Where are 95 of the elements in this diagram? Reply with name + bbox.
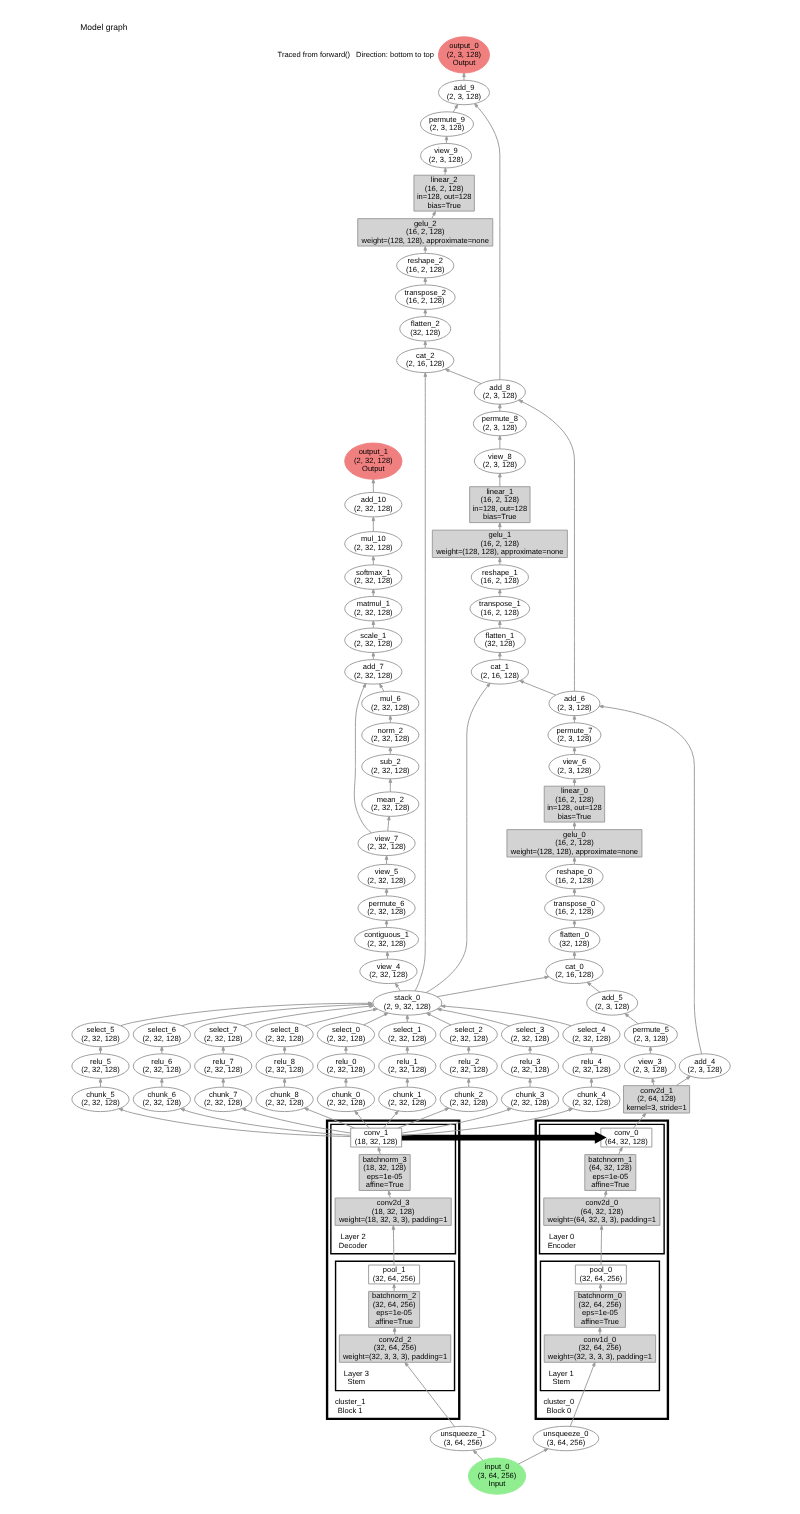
arrow — [422, 277, 427, 286]
arrow — [400, 1108, 573, 1136]
arrow — [303, 1007, 377, 1027]
arrow — [370, 555, 375, 566]
arrow — [443, 368, 481, 384]
arrow — [571, 715, 576, 724]
arrow — [343, 1046, 347, 1055]
arrow — [400, 1107, 511, 1134]
arrow — [602, 1190, 607, 1199]
arrow — [465, 1077, 470, 1088]
arrow — [425, 1012, 451, 1026]
arrow — [404, 1046, 409, 1055]
arrow — [404, 1014, 409, 1023]
arrow — [386, 1190, 391, 1199]
arrow — [343, 1077, 347, 1088]
arrow — [384, 951, 389, 960]
arrow — [435, 1007, 509, 1027]
arrow — [396, 1107, 449, 1129]
arrow — [391, 1327, 396, 1336]
arrow — [370, 620, 375, 629]
arrow — [497, 588, 501, 597]
arrow — [497, 620, 501, 629]
arrow — [159, 1077, 163, 1088]
arrow — [571, 888, 576, 897]
arrow — [370, 478, 375, 493]
arrow — [451, 103, 458, 113]
arrow — [382, 1110, 398, 1129]
arrow — [403, 1361, 455, 1428]
arrow — [598, 1225, 603, 1266]
arrow — [387, 778, 392, 793]
arrow — [302, 1107, 354, 1129]
arrow — [390, 1225, 395, 1266]
arrow — [674, 1075, 690, 1087]
arrow — [473, 103, 500, 381]
arrow — [517, 399, 574, 692]
arrow — [471, 1449, 483, 1461]
arrow — [517, 1448, 548, 1465]
arrow — [430, 210, 435, 219]
arrow — [617, 1146, 622, 1155]
arrow — [393, 982, 400, 992]
arrow — [588, 1077, 593, 1088]
arrow — [97, 1077, 102, 1088]
arrow — [281, 1046, 286, 1055]
arrow — [650, 1077, 654, 1087]
arrow — [413, 372, 427, 992]
arrow — [362, 1012, 388, 1026]
arrow — [647, 1046, 652, 1055]
arrow — [159, 1046, 163, 1055]
arrow — [383, 888, 388, 897]
arrow — [241, 1004, 373, 1027]
arrow — [97, 1046, 102, 1055]
arrow — [435, 975, 549, 998]
arrow — [376, 1146, 381, 1155]
arrow — [585, 981, 600, 993]
arrow — [597, 704, 702, 1055]
arrow — [571, 951, 576, 960]
arrow — [422, 340, 427, 349]
arrow — [623, 1013, 638, 1025]
arrow — [386, 815, 390, 832]
arrow — [391, 1283, 395, 1292]
arrow — [352, 683, 371, 834]
arrow — [424, 682, 490, 994]
arrow — [387, 715, 392, 724]
arrow — [281, 1077, 286, 1088]
arrow — [439, 1004, 571, 1027]
arrow — [518, 680, 556, 696]
arrow — [497, 403, 501, 412]
arrow — [383, 855, 388, 865]
arrow — [632, 1112, 646, 1129]
arrow — [568, 1361, 595, 1427]
arrow — [597, 1327, 601, 1336]
arrow — [527, 1046, 531, 1055]
arrow — [404, 1077, 409, 1088]
arrow — [117, 1108, 350, 1137]
arrow — [497, 651, 501, 660]
arrow — [497, 435, 501, 450]
arrow — [220, 1077, 224, 1088]
arrow — [497, 472, 501, 487]
arrow — [400, 1131, 606, 1144]
arrow — [442, 167, 447, 176]
arrow — [461, 72, 465, 81]
arrow — [465, 1046, 470, 1055]
arrow — [370, 651, 375, 660]
arrow — [370, 516, 375, 532]
arrow — [588, 1046, 593, 1055]
arrow — [527, 1077, 531, 1088]
arrow — [497, 522, 501, 531]
arrow — [179, 1108, 350, 1136]
arrow — [353, 1110, 369, 1129]
arrow — [571, 778, 576, 787]
arrow — [240, 1107, 350, 1134]
arrow — [497, 557, 501, 566]
arrow — [597, 1283, 602, 1292]
arrow — [220, 1046, 224, 1055]
arrow — [378, 683, 384, 692]
